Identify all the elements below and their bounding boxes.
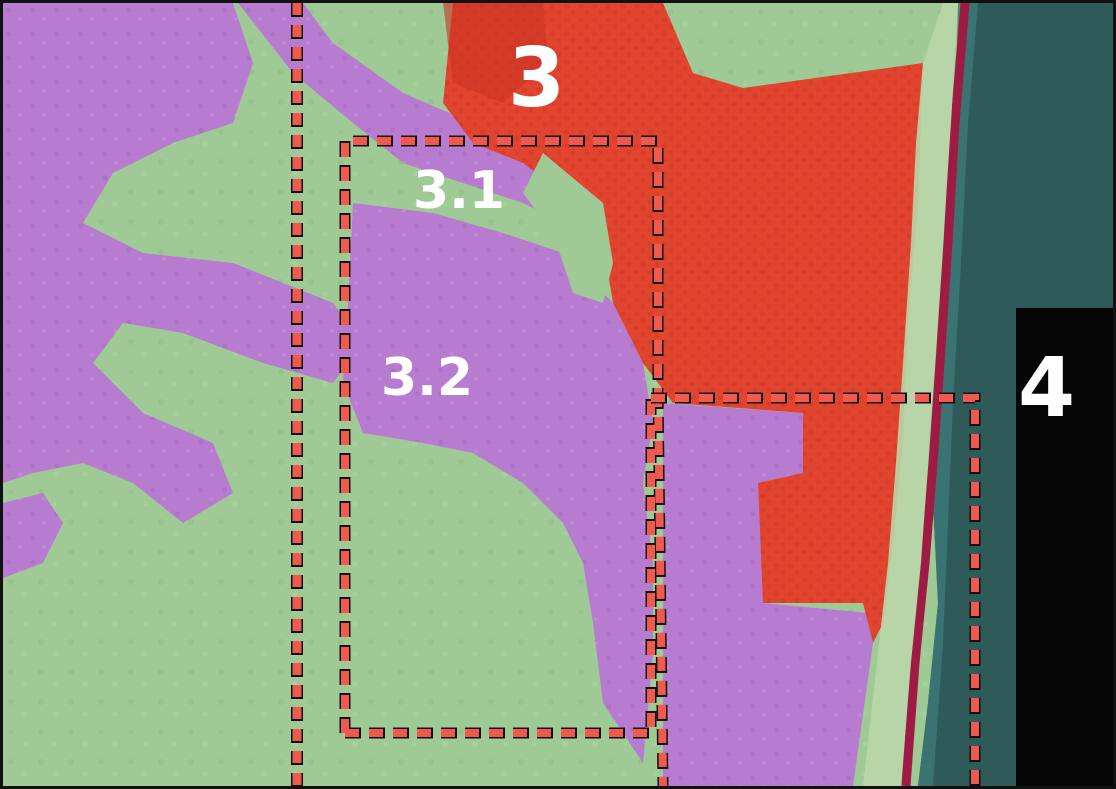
residential-area-west [3,3,363,523]
residential-area-southwest [3,493,63,578]
zone-3-1-3-2-boundary-fill [341,137,667,786]
zone-3-1-label: 3.1 [413,161,505,221]
black-panel [1016,308,1113,786]
zone-3-2-label: 3.2 [381,348,473,408]
zone-4-boundary-fill [651,394,979,786]
urban-area-zone-3 [443,3,923,643]
zone-3-label: 3 [508,31,565,126]
coastline [901,3,970,786]
residential-area-3-2 [343,203,653,763]
zone-4-label: 4 [1018,341,1075,436]
residential-area-east [663,403,873,786]
residential-area-north [238,3,603,223]
green-patch-3-2-south [353,443,603,728]
map-canvas[interactable]: 3 3.1 3.2 4 [3,3,1113,786]
green-patch-3-1 [523,153,613,303]
urban-area-north-west [443,3,548,103]
coastal-dune-strip [863,3,958,786]
